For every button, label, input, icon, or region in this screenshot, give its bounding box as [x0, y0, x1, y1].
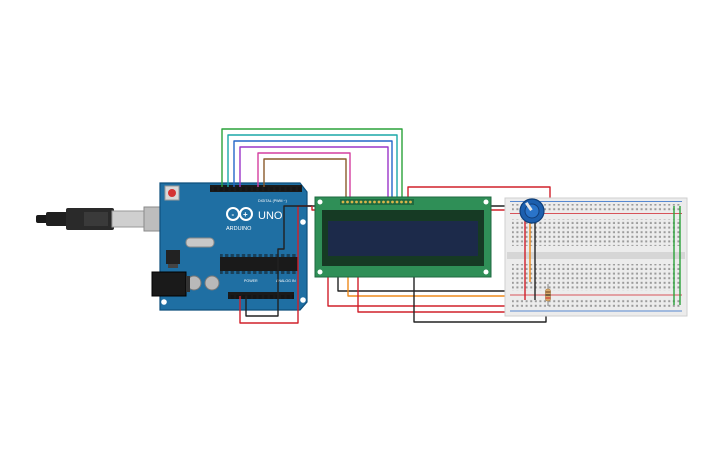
- wire-red[interactable]: [407, 186, 551, 207]
- resistor[interactable]: [545, 284, 551, 306]
- reset-button[interactable]: [164, 185, 180, 201]
- power-label: POWER: [244, 279, 258, 283]
- mounting-hole: [483, 199, 489, 205]
- potentiometer[interactable]: [519, 198, 545, 224]
- digital-header-label: DIGITAL (PWM ~): [258, 199, 287, 203]
- lcd-screen: [328, 221, 478, 256]
- mounting-hole: [300, 219, 306, 225]
- crystal-oscillator: [185, 237, 215, 248]
- mounting-hole: [161, 299, 167, 305]
- arduino-uno-board[interactable]: - + ARDUINO UNO DIGITAL (PWM ~) POWER AN…: [151, 182, 308, 311]
- arduino-logo: - +: [226, 207, 253, 221]
- voltage-regulator: [166, 250, 180, 264]
- lcd-pin-header[interactable]: [340, 199, 414, 205]
- wire-black[interactable]: [245, 205, 318, 317]
- lcd-16x2-module[interactable]: [314, 196, 492, 278]
- wire-blue[interactable]: [233, 140, 393, 204]
- svg-text:+: +: [243, 210, 248, 219]
- analog-label: ANALOG IN: [276, 279, 296, 283]
- mounting-hole: [300, 297, 306, 303]
- arduino-model-text: UNO: [258, 210, 283, 222]
- dc-power-jack[interactable]: [151, 271, 187, 297]
- mounting-hole: [483, 269, 489, 275]
- mounting-hole: [317, 269, 323, 275]
- atmega-microcontroller: [220, 254, 298, 274]
- lcd-data-wires: [221, 128, 403, 204]
- mounting-hole: [317, 199, 323, 205]
- wire-teal[interactable]: [227, 134, 398, 204]
- wire-green[interactable]: [221, 128, 403, 204]
- potentiometer-knob-indicator: [525, 201, 533, 212]
- arduino-brand-text: ARDUINO: [226, 226, 252, 232]
- svg-text:-: -: [232, 210, 235, 219]
- wire-purple[interactable]: [239, 146, 389, 204]
- wire-brown[interactable]: [263, 158, 347, 204]
- wire-pink[interactable]: [257, 152, 351, 204]
- capacitor: [204, 275, 220, 291]
